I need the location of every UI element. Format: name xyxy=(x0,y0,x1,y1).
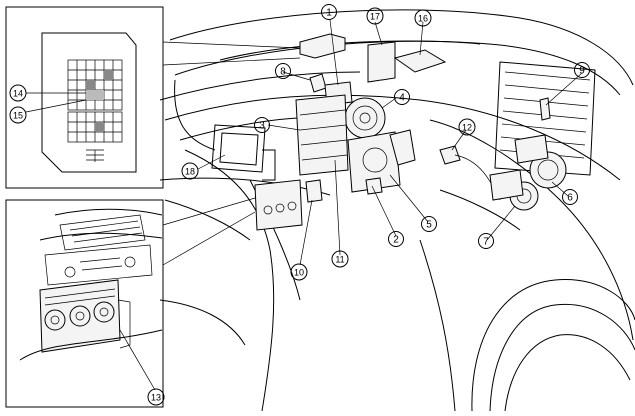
callout-label-17: 17 xyxy=(370,12,380,22)
callout-15: 15 xyxy=(9,106,27,124)
callout-6: 6 xyxy=(562,189,578,205)
callout-label-5: 5 xyxy=(426,220,432,231)
callout-7: 7 xyxy=(478,233,494,249)
callout-label-1: 1 xyxy=(326,8,332,19)
sunlight-sensor-part xyxy=(367,41,396,83)
callout-label-16: 16 xyxy=(418,14,428,24)
callout-1: 1 xyxy=(321,4,337,20)
compressor-part-7 xyxy=(489,169,539,211)
callout-label-8: 8 xyxy=(280,67,286,78)
callout-label-14: 14 xyxy=(13,89,23,99)
callout-9: 9 xyxy=(574,62,590,78)
fuse-panel-inset xyxy=(5,6,164,189)
blower-part xyxy=(344,97,386,139)
leader-line-13 xyxy=(119,329,156,391)
callout-label-9: 9 xyxy=(579,66,585,77)
callout-label-15: 15 xyxy=(13,111,23,121)
callout-label-11: 11 xyxy=(335,255,344,265)
zoom-line-2-bottom xyxy=(162,211,256,266)
compressor-part-6 xyxy=(514,134,567,189)
evaporator-part xyxy=(347,131,401,193)
callout-2: 2 xyxy=(388,231,404,247)
callout-14: 14 xyxy=(9,84,27,102)
callout-8: 8 xyxy=(275,63,291,79)
callout-label-10: 10 xyxy=(294,268,304,278)
callout-label-6: 6 xyxy=(567,193,573,204)
callout-10: 10 xyxy=(290,263,308,281)
callout-4: 4 xyxy=(394,89,410,105)
fuse-block-lower xyxy=(67,111,123,143)
callout-5: 5 xyxy=(421,216,437,232)
fuse-block-upper xyxy=(67,59,123,111)
callout-3: 3 xyxy=(254,117,270,133)
zoom-line-bottom xyxy=(162,57,301,66)
callout-12: 12 xyxy=(458,118,476,136)
callout-label-12: 12 xyxy=(462,123,472,133)
center-vents xyxy=(59,214,146,251)
ambient-temp-sensor-part xyxy=(309,73,327,93)
mode-actuator-part xyxy=(365,177,383,195)
callout-label-13: 13 xyxy=(151,393,161,403)
zoom-line-2-top xyxy=(162,197,256,226)
pressure-switch-part xyxy=(439,145,501,201)
callout-label-3: 3 xyxy=(259,121,265,132)
leader-line-15 xyxy=(25,99,87,113)
callout-16: 16 xyxy=(414,9,432,27)
duct-part xyxy=(389,129,416,166)
zoom-line-top xyxy=(162,41,301,49)
climate-control-unit xyxy=(39,279,131,353)
callout-label-7: 7 xyxy=(483,237,489,248)
callout-17: 17 xyxy=(366,7,384,25)
air-mix-actuator-part xyxy=(305,179,323,203)
callout-label-18: 18 xyxy=(185,167,195,177)
fuse-block-small xyxy=(86,149,104,162)
callout-13: 13 xyxy=(147,388,165,406)
heater-unit-part xyxy=(295,94,349,176)
center-console-in-car xyxy=(254,179,303,231)
callout-18: 18 xyxy=(181,162,199,180)
vehicle-body-outline xyxy=(159,9,635,412)
climate-control-inset xyxy=(5,199,164,408)
module-part xyxy=(393,49,447,73)
callout-label-2: 2 xyxy=(393,235,399,246)
callout-11: 11 xyxy=(331,250,349,268)
leader-lines xyxy=(197,19,583,266)
fuse-box-location xyxy=(299,33,346,59)
glovebox-area xyxy=(211,124,276,181)
callout-label-4: 4 xyxy=(399,93,405,104)
audio-unit xyxy=(44,244,153,286)
